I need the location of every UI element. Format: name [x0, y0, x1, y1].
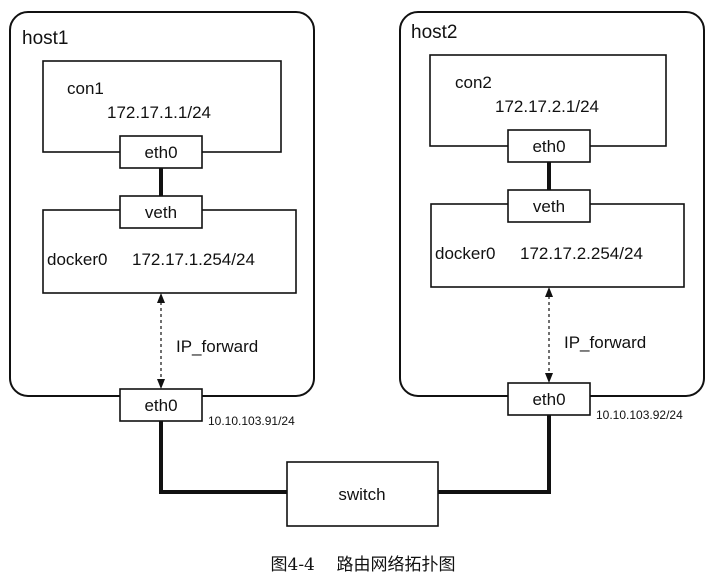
- con2-ip: 172.17.2.1/24: [495, 97, 599, 116]
- host1-nic-label: eth0: [144, 396, 177, 415]
- con1-label: con1: [67, 79, 104, 98]
- host2-forward-arrowhead-up: [545, 287, 553, 297]
- con1-eth0-label: eth0: [144, 143, 177, 162]
- host2-label: host2: [411, 22, 457, 43]
- host1-forward-label: IP_forward: [176, 337, 258, 356]
- host1-nic-ip: 10.10.103.91/24: [208, 414, 295, 428]
- host2-nic-ip: 10.10.103.92/24: [596, 408, 683, 422]
- host2-veth-box: [507, 189, 591, 223]
- host2-veth-label: veth: [533, 197, 565, 216]
- host1-veth-label: veth: [145, 203, 177, 222]
- host1-nic-box: [119, 388, 203, 422]
- host2-nic-box: [507, 382, 591, 416]
- host1-forward-arrowhead-down: [157, 379, 165, 389]
- switch-label: switch: [338, 485, 385, 504]
- host2-docker0-label: docker0: [435, 244, 495, 263]
- host2-to-switch-cable: [438, 415, 551, 494]
- host1-veth-box: [119, 195, 203, 229]
- switch-box: [286, 461, 439, 527]
- host2-forward-arrowhead-down: [545, 373, 553, 383]
- con2-eth0-label: eth0: [532, 137, 565, 156]
- con2-label: con2: [455, 73, 492, 92]
- host1-label: host1: [22, 28, 68, 49]
- host1-to-switch-cable: [159, 421, 287, 494]
- figure-caption: 图4-4 路由网络拓扑图: [271, 555, 456, 575]
- con2-eth0-box: [507, 129, 591, 163]
- host2-docker0-ip: 172.17.2.254/24: [520, 244, 643, 263]
- host1-group: host1 con1 172.17.1.1/24 eth0 veth docke…: [9, 11, 315, 428]
- host2-nic-label: eth0: [532, 390, 565, 409]
- host2-forward-label: IP_forward: [564, 333, 646, 352]
- host1-forward-arrowhead-up: [157, 293, 165, 303]
- host1-docker0-label: docker0: [47, 250, 107, 269]
- host2-group: host2 con2 172.17.2.1/24 eth0 veth docke…: [399, 11, 705, 422]
- con1-eth0-box: [119, 135, 203, 169]
- con1-ip: 172.17.1.1/24: [107, 103, 211, 122]
- host1-docker0-ip: 172.17.1.254/24: [132, 250, 255, 269]
